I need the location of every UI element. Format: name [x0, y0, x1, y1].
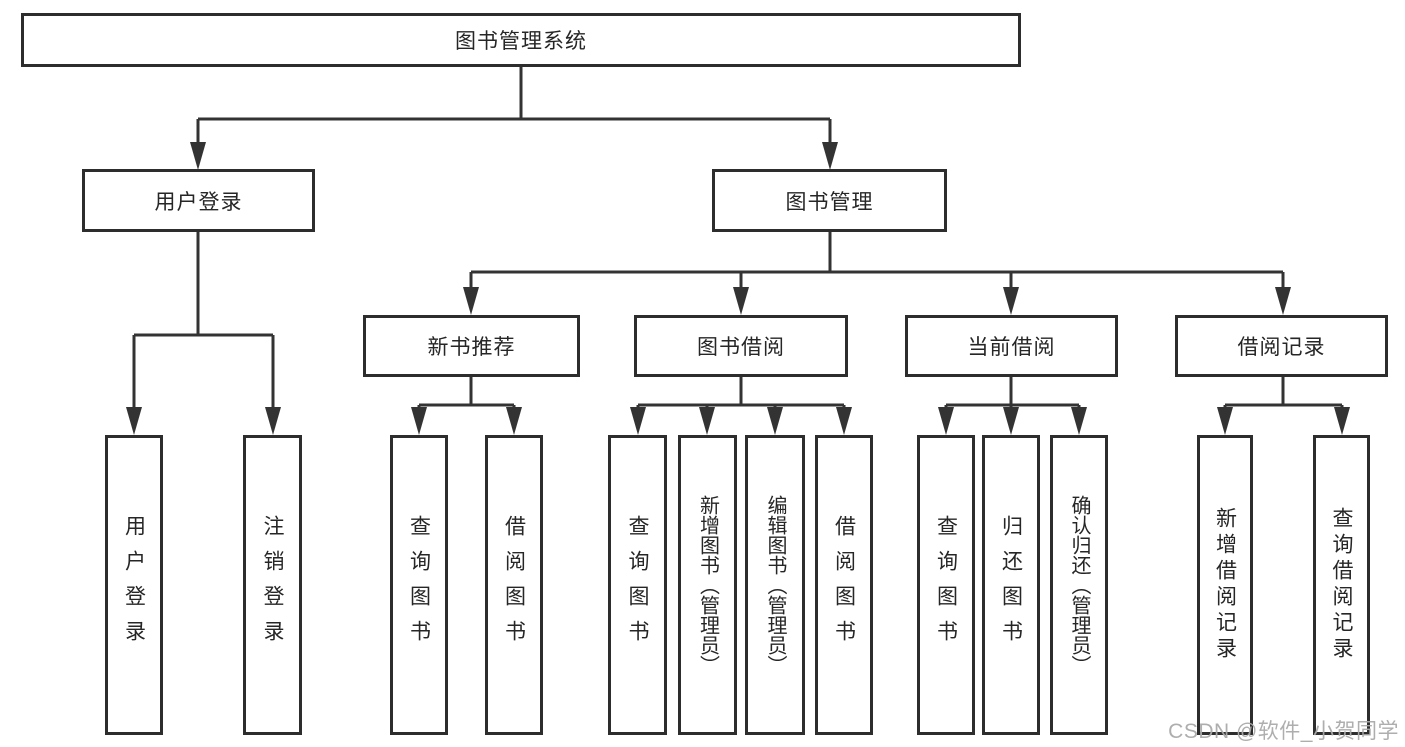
leaf-query-books-borrowing: 查询图书	[608, 435, 667, 735]
node-new-book-recommendation: 新书推荐	[363, 315, 580, 377]
leaf-add-borrowing-record: 新增借阅记录	[1197, 435, 1253, 735]
node-book-management: 图书管理	[712, 169, 947, 232]
node-library-management-system: 图书管理系统	[21, 13, 1021, 67]
leaf-query-borrowing-record: 查询借阅记录	[1313, 435, 1370, 735]
node-current-borrowing: 当前借阅	[905, 315, 1118, 377]
leaf-logout: 注销登录	[243, 435, 302, 735]
node-borrowing-records: 借阅记录	[1175, 315, 1388, 377]
leaf-query-books-recommendation: 查询图书	[390, 435, 448, 735]
leaf-confirm-return-admin: 确认归还（管理员）	[1050, 435, 1108, 735]
leaf-borrow-books-borrowing: 借阅图书	[815, 435, 873, 735]
node-user-login: 用户登录	[82, 169, 315, 232]
leaf-query-books-current: 查询图书	[917, 435, 975, 735]
leaf-return-books: 归还图书	[982, 435, 1040, 735]
leaf-add-book-admin: 新增图书（管理员）	[678, 435, 737, 735]
leaf-edit-book-admin: 编辑图书（管理员）	[745, 435, 805, 735]
leaf-borrow-books-recommendation: 借阅图书	[485, 435, 543, 735]
leaf-user-login: 用户登录	[105, 435, 163, 735]
node-book-borrowing: 图书借阅	[634, 315, 848, 377]
csdn-watermark: CSDN @软件_小贺同学	[1168, 720, 1399, 743]
